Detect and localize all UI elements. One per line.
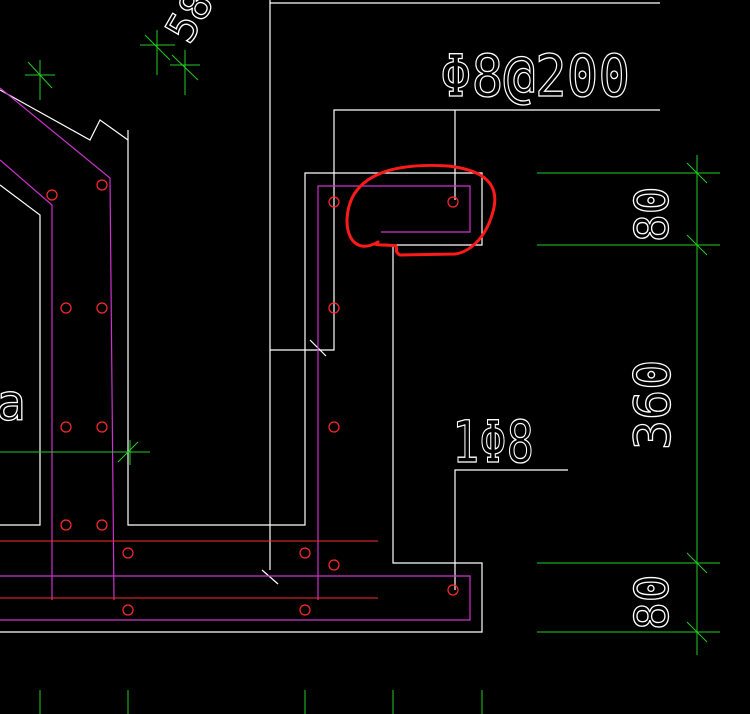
- rebar-point-15: [328, 421, 340, 433]
- rebar-point-1: [46, 189, 58, 201]
- rebar-point-5: [60, 421, 72, 433]
- top-leader-outline: [270, 109, 660, 351]
- rebar-point-3: [60, 302, 72, 314]
- dimension-group: [0, 30, 720, 714]
- dimension-middle-label: 360: [624, 360, 682, 450]
- rebar-point-12: [299, 604, 311, 616]
- stirrup-top-bar: [317, 185, 471, 600]
- outer-wall-outline: [269, 0, 660, 4]
- rebar-point-4: [96, 302, 108, 314]
- markup-freehand-circle: [345, 163, 497, 257]
- rebar-point-14: [328, 302, 340, 314]
- rebar-point-6: [96, 421, 108, 433]
- dim-tick-2: [686, 234, 708, 256]
- bottom-bar-leader: [454, 469, 568, 590]
- chamfer-outline: [0, 89, 129, 141]
- partial-top-label: 58: [156, 0, 224, 51]
- tick-b: [261, 569, 279, 585]
- corner-bar-label: 1Φ8: [452, 408, 534, 476]
- cross-mark-3: [25, 60, 55, 100]
- rebar-point-2: [96, 179, 108, 191]
- rebar-point-7: [60, 519, 72, 531]
- dim-tick-3: [686, 552, 708, 574]
- rebar-point-11: [122, 604, 134, 616]
- red-bar-group: [0, 540, 378, 599]
- cross-mark-1: [140, 30, 175, 75]
- rebar-point-9: [122, 547, 134, 559]
- dim-tick-4: [686, 621, 708, 643]
- inner-diagonal-bar: [0, 159, 53, 600]
- rebar-point-17: [447, 196, 459, 208]
- left-beam-edge: [0, 184, 41, 526]
- rebar-point-10: [299, 547, 311, 559]
- partial-left-label: a: [0, 374, 26, 432]
- inner-beam-outline: [0, 130, 483, 633]
- rebar-point-8: [96, 519, 108, 531]
- bottom-longitudinal-bar: [0, 575, 471, 621]
- dimension-bottom-label: 80: [625, 575, 679, 630]
- rebar-point-13: [328, 196, 340, 208]
- dim-tick-1: [686, 162, 708, 184]
- cross-mark-2: [170, 50, 200, 95]
- dim-cross-a: [117, 441, 139, 463]
- dimension-top-label: 80: [625, 187, 679, 242]
- rebar-point-18: [447, 584, 459, 596]
- rebar-point-16: [328, 559, 340, 571]
- diagonal-bar-left: [0, 87, 115, 601]
- concrete-outline-group: [0, 0, 660, 633]
- rebar-group: [0, 87, 471, 621]
- rebar-point-group: [46, 179, 459, 616]
- distribution-bar-label: Φ8@200: [440, 42, 630, 110]
